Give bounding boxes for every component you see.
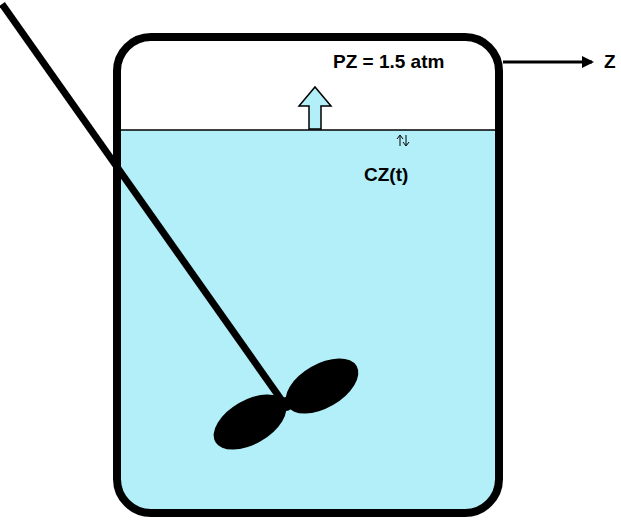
liquid-surface	[117, 129, 499, 131]
impeller-blade	[204, 383, 295, 461]
pressure-label: PZ = 1.5 atm	[333, 52, 444, 71]
exchange-arrows	[397, 135, 409, 146]
pressure-arrow	[299, 87, 331, 129]
tank-wall	[117, 37, 499, 513]
outlet-label: Z	[604, 52, 616, 71]
impeller-hub	[279, 397, 293, 411]
concentration-label: CZ(t)	[364, 165, 408, 184]
impeller-blade	[276, 347, 367, 425]
outlet-arrow	[503, 61, 592, 64]
stirrer-shaft	[2, 4, 285, 405]
liquid	[117, 130, 499, 513]
